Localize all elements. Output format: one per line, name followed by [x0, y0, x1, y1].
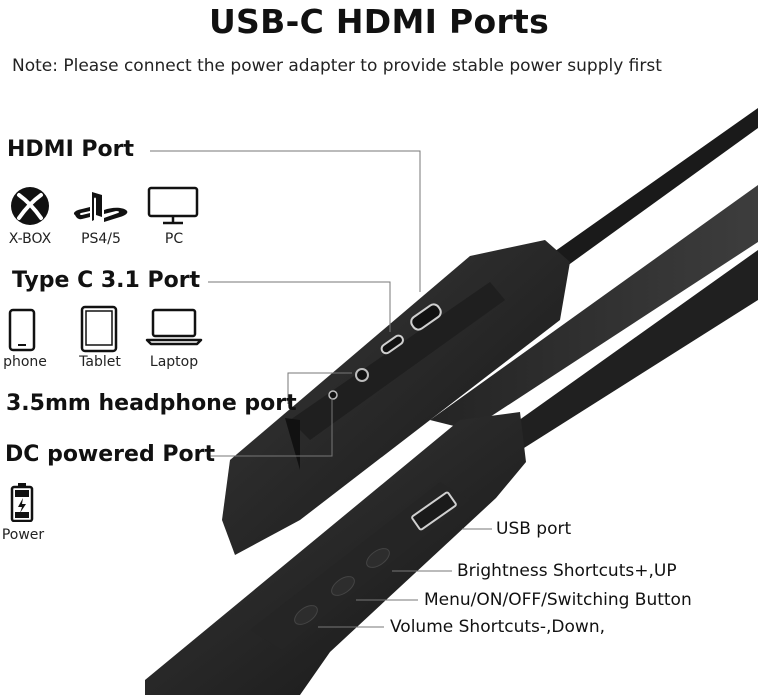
device-label-pc: PC: [164, 231, 184, 247]
screen-edge-top: [500, 108, 758, 300]
dc-port: [328, 390, 338, 400]
device-label-xbox: X-BOX: [8, 231, 52, 247]
brightness-button: [366, 548, 390, 568]
dc-leader-line: [208, 398, 333, 457]
upper-port-face: [290, 282, 505, 440]
hdmi-port-heading: HDMI Port: [7, 137, 135, 162]
playstation-icon: [73, 192, 128, 222]
typec-port-heading: Type C 3.1 Port: [12, 268, 201, 293]
lower-button-housing: [145, 412, 526, 695]
upper-port-housing: [222, 240, 570, 555]
usb-port-label: USB port: [496, 519, 572, 539]
tablet-icon: [80, 305, 118, 353]
xbox-icon: [11, 187, 49, 225]
battery-icon: [10, 483, 34, 522]
device-label-phone: phone: [3, 354, 47, 370]
volume-button: [294, 605, 318, 625]
typec-leader-line: [208, 281, 391, 332]
phone-icon: [8, 308, 36, 352]
screen-edge-bottom: [480, 250, 758, 460]
device-label-tablet: Tablet: [79, 354, 121, 370]
headphone-jack: [355, 368, 369, 382]
device-label-power: Power: [1, 527, 45, 543]
volume-shortcut-label: Volume Shortcuts-,Down,: [390, 617, 606, 637]
power-note: Note: Please connect the power adapter t…: [12, 56, 662, 76]
headphone-port-heading: 3.5mm headphone port: [6, 391, 297, 416]
brightness-shortcut-label: Brightness Shortcuts+,UP: [457, 561, 677, 581]
usb-a-port: [411, 491, 457, 531]
headphone-leader-line: [287, 372, 352, 404]
laptop-icon: [145, 308, 203, 346]
hdmi-port: [410, 303, 442, 331]
dc-port-heading: DC powered Port: [5, 442, 215, 467]
device-label-ps: PS4/5: [81, 231, 121, 247]
device-label-laptop: Laptop: [149, 354, 199, 370]
monitor-icon: [147, 186, 199, 225]
usb-c-port: [380, 334, 404, 355]
hdmi-leader-line: [150, 150, 421, 292]
screen-edge-mid: [430, 185, 758, 430]
menu-button: [331, 576, 355, 596]
menu-button-label: Menu/ON/OFF/Switching Button: [424, 590, 692, 610]
page-title: USB-C HDMI Ports: [208, 2, 550, 41]
